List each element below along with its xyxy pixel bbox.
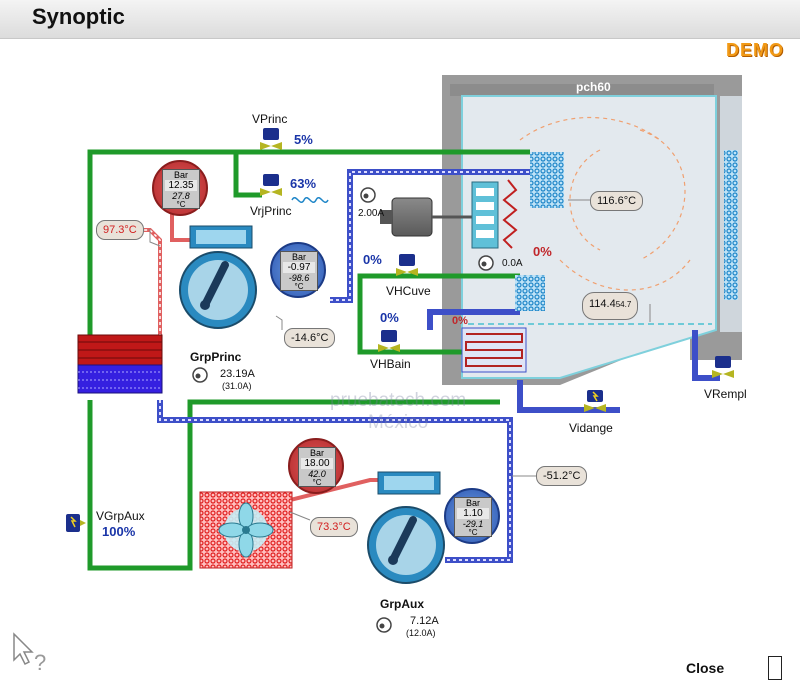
bath-heater-pct: 0% [452,315,468,327]
vrempl-valve[interactable] [712,356,734,378]
vhbain-pct: 0% [380,310,399,325]
gauge-temp: -29.1 [462,519,484,529]
vprinc-label: VPrinc [252,112,288,126]
gauge-pressure: 12.35 [165,180,197,191]
chamber-temp-value: 114.4 [589,298,616,310]
chamber-label: pch60 [576,80,611,94]
fan-motor-current: 2.00A [358,208,385,219]
close-box[interactable] [768,656,782,680]
grpprinc-current: 23.19A [220,368,255,380]
gauge-temp-unit: °C [312,478,322,487]
heater-pct: 0% [533,244,552,259]
compressor-aux [367,471,445,584]
vhcuve-valve[interactable] [396,254,418,276]
vhbain-label: VHBain [370,357,411,371]
bath-coil [515,275,545,311]
vrjprinc-valve[interactable] [260,174,282,196]
gauge-temp: 27.8 [172,191,190,201]
compressor-princ [179,225,257,329]
suction-princ-temp: -14.6°C [284,328,336,348]
gauge-unit: Bar [465,498,480,508]
heater-current: 0.0A [502,258,523,269]
chamber-temp-sub: 54.7 [615,300,632,309]
grpaux-current: 7.12A [410,615,439,627]
vidange-valve[interactable] [584,390,606,412]
grpaux-label: GrpAux [380,597,425,611]
fan-motor [380,181,499,249]
heater-element [502,179,518,249]
vrjprinc-pct: 63% [290,176,317,191]
discharge-aux-temp: 73.3°C [310,517,358,537]
gauge-temp: 42.0 [308,469,326,479]
grpaux-nominal: (12.0A) [406,628,436,638]
watermark-line1: pruebatech.com [330,390,467,411]
vrjprinc-label: VrjPrinc [250,204,292,218]
grpprinc-label: GrpPrinc [190,350,242,364]
vrempl-label: VRempl [704,387,747,401]
window-title: Synoptic [32,4,125,29]
gauge-unit: Bar [309,448,324,458]
gauge-pressure: -0.97 [283,262,315,273]
close-button[interactable]: Close [686,660,725,676]
gauge-temp-unit: °C [294,282,304,291]
gauge-pressure: 18.00 [301,458,333,469]
vhcuve-label: VHCuve [386,284,431,298]
gauge-unit: Bar [291,252,306,262]
title-bar: Synoptic [0,0,800,39]
demo-badge: DEMO [726,40,784,60]
chamber-temp: 114.454.7 [582,292,639,320]
vgrpaux-pct: 100% [102,524,136,539]
expansion-coil [291,197,329,203]
gauge-temp: -98.6 [288,273,310,283]
watermark-line2: México [368,412,429,433]
gauge-unit: Bar [173,170,188,180]
grpprinc-nominal: (31.0A) [222,381,252,391]
grpprinc-lp-gauge: Bar-0.97-98.6°C [270,242,326,298]
vprinc-valve[interactable] [260,128,282,150]
gauge-temp-unit: °C [176,200,186,209]
gauge-temp-unit: °C [468,528,478,537]
aux-condenser-fan [199,491,293,569]
bath-heat-exchanger [461,327,527,373]
liquid-line [87,149,530,571]
evaporator-outlet-temp: 116.6°C [590,191,644,211]
vidange-label: Vidange [569,421,613,435]
help-pointer-icon[interactable]: ? [10,630,54,674]
vprinc-pct: 5% [294,132,313,147]
svg-text:?: ? [34,650,46,674]
vhcuve-pct: 0% [363,252,382,267]
gauge-pressure: 1.10 [457,508,489,519]
evaporator-coil [530,152,564,208]
vgrpaux-label: VGrpAux [96,509,145,523]
suction-aux-temp: -51.2°C [536,466,588,486]
vhbain-valve[interactable] [378,330,400,352]
vgrpaux-valve[interactable] [64,514,86,536]
condenser [77,334,163,394]
discharge-princ-temp: 97.3°C [96,220,144,240]
